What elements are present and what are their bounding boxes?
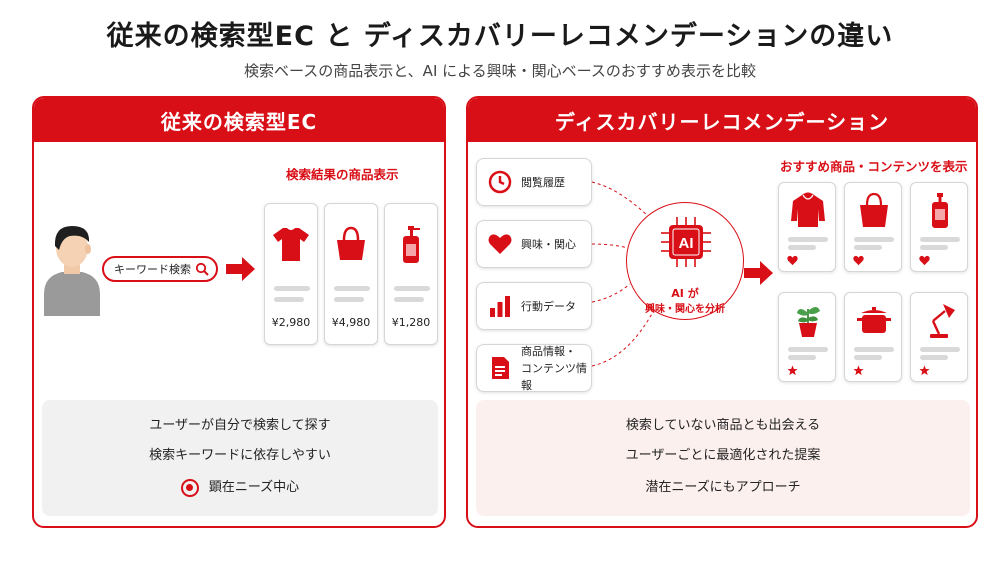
- arrow-right-icon: [226, 257, 255, 281]
- document-icon: [492, 357, 509, 379]
- input-label-line2: コンテンツ情報: [521, 361, 587, 392]
- ai-caption: AI が: [671, 287, 699, 300]
- note-line-with-target: 顕在ニーズ中心: [42, 476, 438, 497]
- heart-icon: [488, 234, 512, 254]
- clock-icon: [488, 170, 512, 194]
- arrow-right-icon: [744, 261, 773, 285]
- discovery-heading: ディスカバリーレコメンデーション: [468, 98, 976, 142]
- ai-analysis-node: AI AI が 興味・関心を分析: [626, 202, 744, 320]
- discovery-panel: ディスカバリーレコメンデーション 閲覧履歴 興味・関心 行動データ: [466, 96, 978, 528]
- discovery-notes: 検索していない商品とも出会える ユーザーごとに最適化された提案 潜在ニーズにもア…: [476, 400, 970, 516]
- input-card-interests: 興味・関心: [476, 220, 592, 268]
- recommendation-card[interactable]: [910, 182, 968, 272]
- note-line: ユーザーが自分で検索して探す: [149, 418, 331, 433]
- recommendation-card[interactable]: [778, 182, 836, 272]
- product-price: ¥2,980: [271, 316, 311, 329]
- search-results-label: 検索結果の商品表示: [286, 167, 399, 182]
- keyword-search-input[interactable]: キーワード検索: [102, 256, 218, 282]
- heart-icon: [787, 255, 798, 266]
- heart-icon: [919, 255, 930, 266]
- heart-icon: [853, 255, 864, 266]
- product-price: ¥1,280: [391, 316, 431, 329]
- hoodie-icon: [791, 192, 825, 227]
- input-card-behavior-data: 行動データ: [476, 282, 592, 330]
- recommendation-card[interactable]: [844, 292, 902, 382]
- bottle-icon: [932, 193, 948, 228]
- user-person-icon: [44, 226, 100, 316]
- recommendation-card[interactable]: [844, 182, 902, 272]
- tshirt-icon: [273, 228, 309, 261]
- connector-lines: [591, 181, 655, 367]
- recommendation-card[interactable]: [778, 292, 836, 382]
- tote-bag-icon: [860, 192, 888, 227]
- ai-caption-sub: 興味・関心を分析: [645, 304, 725, 315]
- ai-chip-text: AI: [679, 235, 694, 252]
- note-line-text: 顕在ニーズ中心: [208, 480, 300, 495]
- product-card[interactable]: ¥1,280: [384, 203, 438, 345]
- input-card-browsing-history: 閲覧履歴: [476, 158, 592, 206]
- desk-lamp-icon: [930, 304, 955, 338]
- search-icon: [195, 262, 209, 276]
- ai-chip-icon: AI: [661, 217, 711, 267]
- input-label-multiline: 商品情報・ コンテンツ情報: [521, 343, 591, 394]
- input-card-product-info: 商品情報・ コンテンツ情報: [476, 344, 592, 392]
- pump-bottle-icon: [403, 226, 420, 263]
- recommendation-card[interactable]: [910, 292, 968, 382]
- input-label: 行動データ: [521, 299, 576, 313]
- product-card[interactable]: ¥2,980: [264, 203, 318, 345]
- product-card[interactable]: ¥4,980: [324, 203, 378, 345]
- page-subtitle: 検索ベースの商品表示と、AI による興味・関心ベースのおすすめ表示を比較: [244, 62, 756, 80]
- input-label: 興味・関心: [521, 237, 576, 251]
- product-price: ¥4,980: [331, 316, 371, 329]
- note-line: 検索キーワードに依存しやすい: [149, 448, 331, 463]
- star-icon: [919, 365, 930, 376]
- recommendations-label: おすすめ商品・コンテンツを表示: [780, 159, 968, 174]
- note-line: ユーザーごとに最適化された提案: [625, 448, 821, 463]
- input-label-line1: 商品情報・: [521, 344, 576, 358]
- search-input-text: キーワード検索: [114, 263, 191, 276]
- note-line: 潜在ニーズにもアプローチ: [645, 480, 801, 495]
- page-title: 従来の検索型EC と ディスカバリーレコメンデーションの違い: [106, 21, 894, 52]
- pot-icon: [857, 307, 891, 333]
- star-icon: [853, 365, 864, 376]
- search-ec-heading: 従来の検索型EC: [34, 98, 444, 142]
- note-line: 検索していない商品とも出会える: [625, 418, 821, 433]
- potted-plant-icon: [797, 307, 820, 337]
- input-label: 閲覧履歴: [521, 175, 565, 189]
- search-ec-panel: 従来の検索型EC キーワード検索 検索結果の商品表示 ¥2,980 ¥4,98: [32, 96, 446, 528]
- target-icon: [180, 478, 199, 497]
- handbag-icon: [337, 226, 365, 260]
- star-icon: [787, 365, 798, 376]
- search-ec-notes: ユーザーが自分で検索して探す 検索キーワードに依存しやすい 顕在ニーズ中心: [42, 400, 438, 516]
- bar-chart-icon: [490, 296, 510, 317]
